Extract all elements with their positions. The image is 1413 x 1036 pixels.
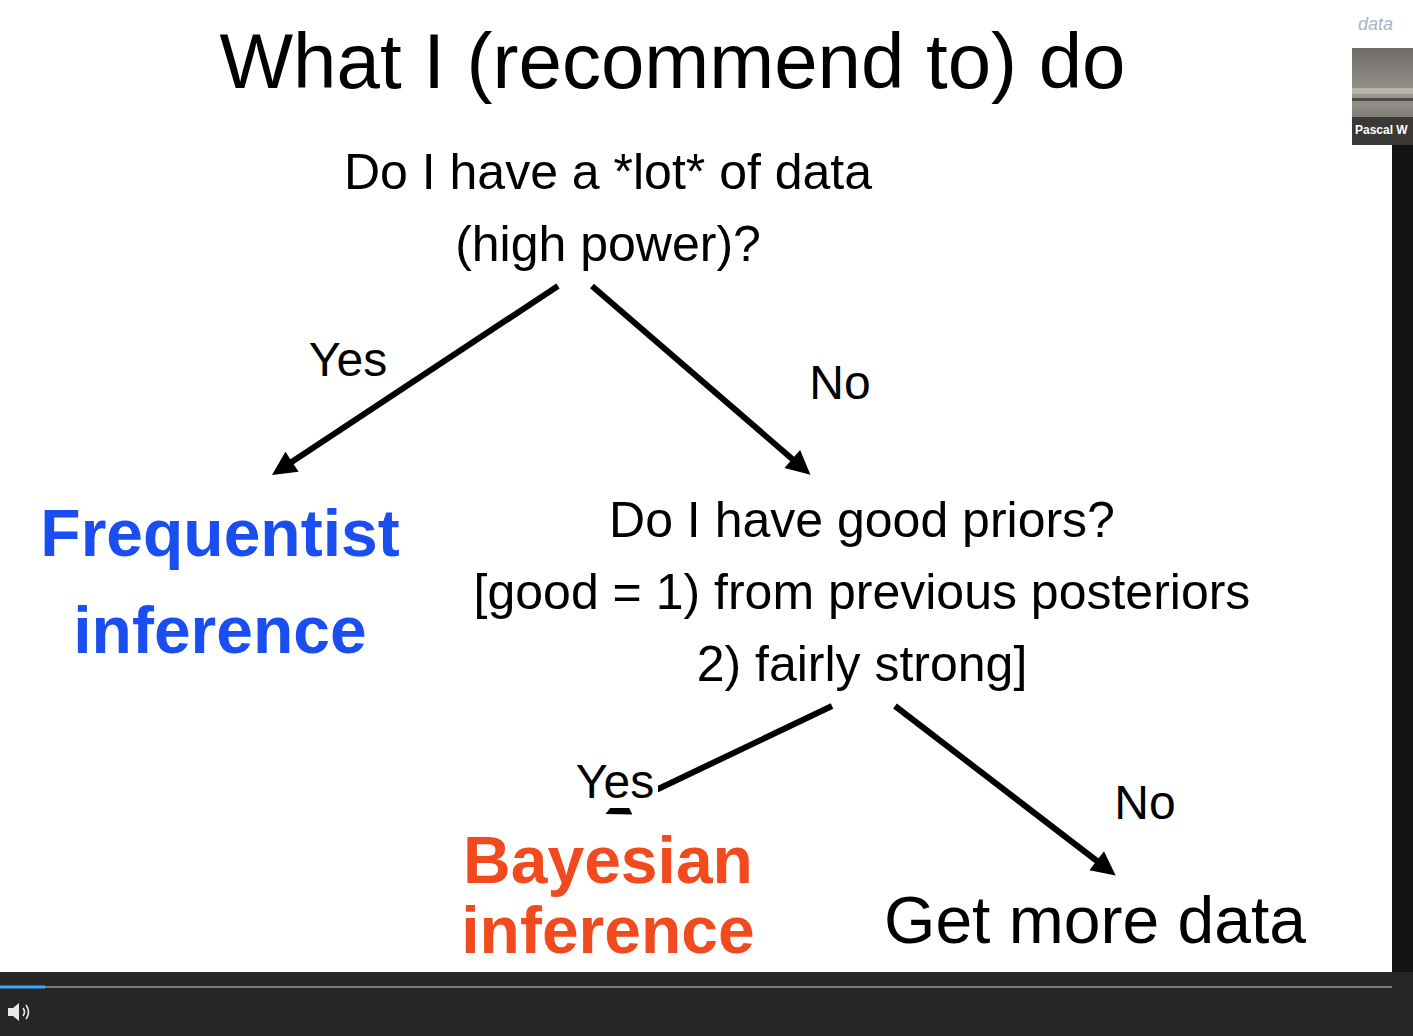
side-strip: [1392, 145, 1413, 972]
branch-label: No: [805, 357, 874, 410]
flow-node: Do I have good priors?[good = 1) from pr…: [432, 484, 1292, 700]
progress-fill: [0, 986, 45, 989]
watermark-text: data: [1358, 14, 1393, 36]
branch-label: Yes: [305, 334, 391, 387]
flow-node: Bayesian inference: [448, 825, 768, 965]
progress-track: [0, 986, 1392, 988]
speaker-icon: [23, 1005, 29, 1019]
flow-node: Frequentist inference: [20, 485, 420, 679]
outcome-text: Bayesian inference: [448, 825, 768, 965]
flow-node: Do I have a *lot* of data (high power)?: [308, 136, 908, 280]
webcam-thumbnail: [1352, 48, 1413, 145]
question-text: Do I have a *lot* of data (high power)?: [308, 136, 908, 280]
webcam-detail: [1352, 88, 1413, 94]
flow-arrow: [592, 286, 805, 470]
participant-name: Pascal W: [1355, 123, 1408, 137]
question-text: [good = 1) from previous posteriors 2) f…: [460, 556, 1265, 700]
branch-label: No: [1110, 777, 1179, 830]
slide-title: What I (recommend to) do: [0, 22, 1345, 100]
branch-label: Yes: [572, 756, 658, 809]
question-text: Do I have good priors?: [432, 484, 1292, 556]
flow-arrow: [278, 286, 558, 471]
webcam-detail: [1352, 98, 1413, 101]
speaker-icon: [8, 1003, 19, 1021]
flow-arrow: [895, 706, 1110, 871]
flow-node: Get more data: [870, 885, 1320, 955]
player-bar: [0, 972, 1413, 1036]
webcam-name-band: [1352, 117, 1413, 145]
outcome-text: Frequentist inference: [20, 485, 420, 679]
outcome-text: Get more data: [870, 885, 1320, 955]
